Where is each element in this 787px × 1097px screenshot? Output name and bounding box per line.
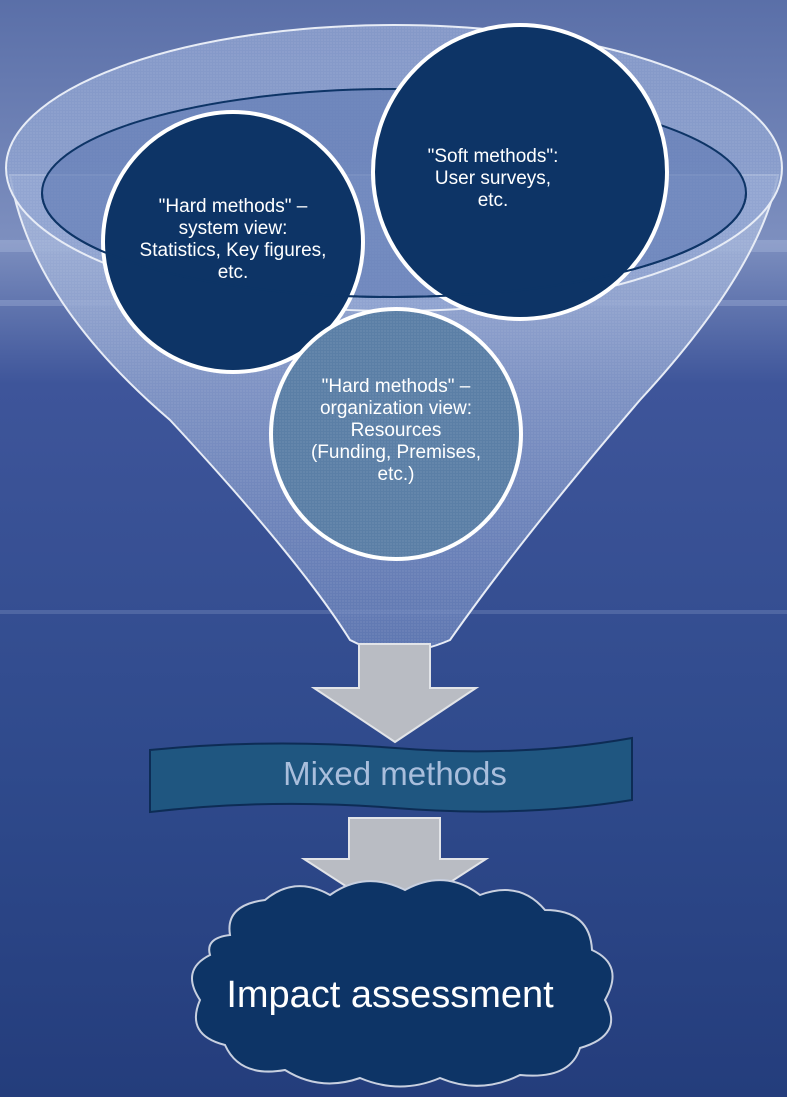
circle-hard-system	[101, 110, 365, 374]
circle-hard-system-label: "Hard methods" – system view: Statistics…	[139, 196, 327, 283]
down-arrow-1	[310, 643, 480, 744]
impact-cloud	[191, 879, 614, 1088]
mixed-methods-banner	[149, 736, 633, 814]
circle-hard-organization-label: "Hard methods" – organization view: Reso…	[310, 376, 481, 485]
impact-assessment-label: Impact assessment	[226, 974, 554, 1016]
circle-soft	[371, 23, 669, 321]
funnel-rim-front	[41, 192, 747, 298]
circle-soft-label: "Soft methods": User surveys, etc.	[427, 146, 559, 211]
mixed-methods-label: Mixed methods	[283, 755, 507, 792]
